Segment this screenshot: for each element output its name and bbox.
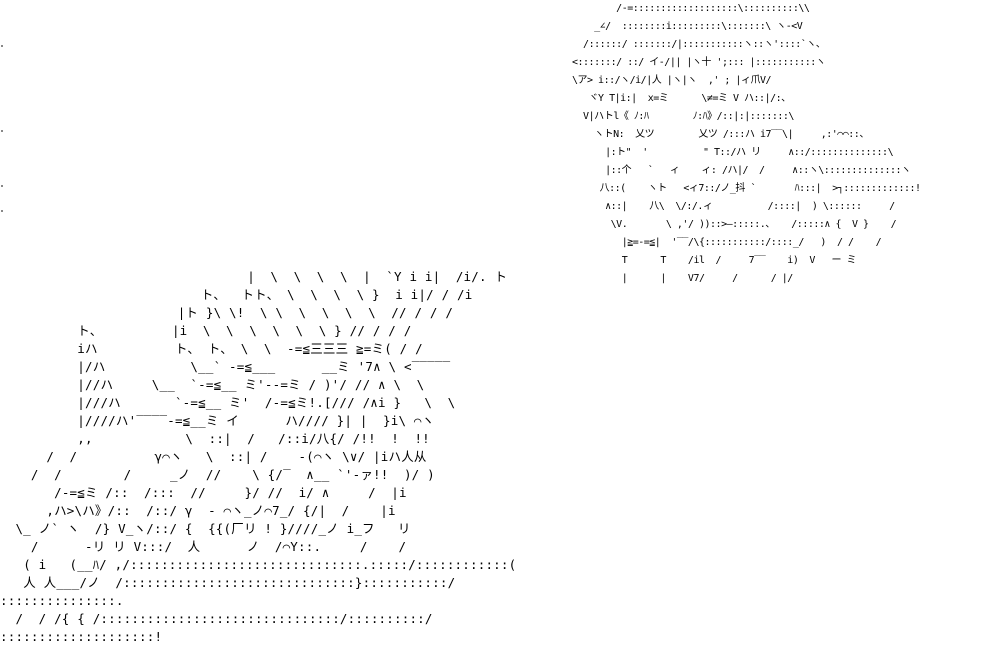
stray-dot — [1, 130, 3, 132]
art-line: | \ \ \ \ | `Y i i| /i/. ト — [0, 269, 508, 284]
art-line: \_ ノ` ヽ /} V_ヽ/::/ { {{(厂リ ! }////_ノ i_フ… — [0, 521, 411, 536]
art-line: iハ ト、 ト、 \ \ -=≦三三三 ≧=ミ( / / — [0, 341, 423, 356]
art-line: T T /il / 7‾‾ i) V ー ミ — [572, 255, 857, 266]
art-line: |ト }\ \! \ \ \ \ \ \ // / / / — [0, 305, 454, 320]
stray-dot — [1, 185, 3, 187]
art-line: /::::::/ :::::::/|:::::::::::ヽ::ヽ'::::`ヽ… — [572, 39, 826, 50]
art-line: V|ハトl《 ﾉ:ﾊ ﾉ:ﾊ》/::|:|:::::::\ — [572, 111, 794, 122]
art-line: |:ト" ' " T::/ハ リ ∧::/::::::::::::::\ — [572, 147, 894, 158]
art-line: 八::( ヽト <ィ7::/ノ_抖 ` ﾊ:::| >┐::::::::::::… — [572, 183, 921, 194]
art-line: / / / _ノ // \ {/‾ ∧__ `'‐ァ!! )/ ) — [0, 467, 435, 482]
art-line: ,ハ>\ハ》/:: /::/ γ ‐ ⌒ヽ_ノ⌒7_/ {/| / |i — [0, 503, 396, 518]
art-line: \V. \ ,'/ ))::>―:::::.、 /:::::∧ { V } / — [572, 219, 897, 230]
art-line: ト、 トト、 \ \ \ \ } i i|/ / /i — [0, 287, 473, 302]
stray-dot — [1, 210, 3, 212]
art-line: |::个 ` ィ ィ: /ハ|/ / ∧::ヽ\::::::::::::::ヽ — [572, 165, 911, 176]
art-line: ヽトN: 乂ツ 乂ツ /:::ハ i7‾‾\| ,:'⌒⌒::、 — [572, 129, 869, 140]
ascii-art-character-top-right: /-=:::::::::::::::::::\::::::::::\\ _∠/ … — [572, 0, 976, 288]
art-line: \ア> i::/ヽ/i/|人 |ヽ|ヽ ,' ; |ィ爪V/ — [572, 75, 772, 86]
art-line: |////ハ'‾‾‾‾-=≦__ミ イ ハ//// }| | }i\ ⌒ヽ — [0, 413, 435, 428]
art-line: /-=:::::::::::::::::::\::::::::::\\ — [572, 3, 810, 14]
art-line: ヾY T|i:| x=ミ \≠=ミ V ハ::|/:、 — [572, 93, 792, 104]
art-line: ,, \ ::| / /::i/八{/ /!! ! !! — [0, 431, 430, 446]
art-line: ( i (__ﾊ/ ,/::::::::::::::::::::::::::::… — [0, 557, 517, 572]
art-line: <:::::::/ ::/ イ-/|| |ヽ十 ';::: |:::::::::… — [572, 57, 826, 68]
art-line: ∧::| 八\ \/:/.ィ /::::| ) \:::::: / — [572, 201, 895, 212]
art-line: |/ハ \__` ‐=≦___ __ミ '7∧ \ <‾‾‾‾‾ — [0, 359, 451, 374]
art-line: |≧=‐=≦| '‾‾/\{:::::::::::/::::_/ ) / / / — [572, 237, 882, 248]
art-line: 人 人___/ノ /::::::::::::::::::::::::::::::… — [0, 575, 464, 608]
art-line: /‐=≦ミ /:: /::: // }/ // i/ ∧ / |i — [0, 485, 407, 500]
art-line: _∠/ ::::::::i:::::::::\:::::::\ ヽ-<V — [572, 21, 803, 32]
art-line: ト、 |i \ \ \ \ \ \ } // / / / — [0, 323, 412, 338]
stray-dot — [1, 45, 3, 47]
ascii-art-scene-bottom-left: | \ \ \ \ | `Y i i| /i/. ト ト、 トト、 \ \ \ … — [0, 268, 560, 646]
art-line: |//ハ \__ `‐=≦__ ミ'‐‐=ミ / )'/ // ∧ \ \ — [0, 377, 425, 392]
art-line: | | V7/ / / |/ — [572, 273, 794, 284]
art-line: / / γ⌒ヽ \ ::| / ‐(⌒ヽ \∨/ |iハ人从 — [0, 449, 427, 464]
art-line: / / /{ { /::::::::::::::::::::::::::::::… — [0, 611, 441, 644]
art-line: / ‐リ リ V:::/ 人 ノ /⌒Y::. / / — [0, 539, 407, 554]
art-line: |///ハ `‐=≦__ ミ' /‐=≦ミ!.[/// /∧i } \ \ — [0, 395, 456, 410]
